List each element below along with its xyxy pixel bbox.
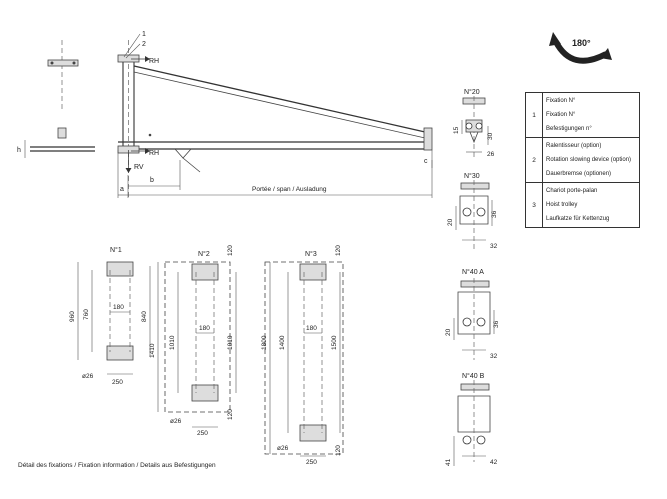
rh-top-label: RH [149, 58, 159, 65]
n2-bottom: 120 [227, 409, 234, 420]
legend-line: Fixation N° [546, 98, 576, 104]
n30-d2: 36 [491, 210, 498, 218]
n40a-d2: 36 [493, 320, 500, 328]
n3-title: N°3 [305, 250, 317, 258]
n30-d1: 20 [447, 218, 454, 226]
legend-text: Ralentisseur (option) Rotation slowing d… [542, 137, 640, 183]
n3-inner: 1400 [279, 335, 286, 350]
legend-row: 3 Chariot porte-palan Hoist trolley Lauf… [525, 182, 640, 228]
rh-bottom-label: RH [149, 150, 159, 157]
rail-detail: h [17, 127, 95, 158]
n30-title: N°30 [464, 172, 480, 180]
n3-right: 1500 [331, 335, 338, 350]
rotation-label: 180° [572, 38, 591, 48]
legend-line: Ralentisseur (option) [546, 143, 602, 149]
n3-bottom: 120 [335, 445, 342, 456]
span-label: Portée / span / Ausladung [252, 186, 327, 193]
legend-row: 1 Fixation N° Fixation N° Befestigungen … [525, 92, 640, 138]
n2-right: 1010 [227, 335, 234, 350]
dim-a-label: a [120, 186, 124, 193]
trolley-n40a: N°40 A 20 36 32 [445, 268, 500, 360]
trolley-n20: N°20 15 30 26 [453, 88, 495, 160]
legend-line: Rotation slowing device (option) [546, 157, 632, 163]
n3-top: 120 [335, 245, 342, 256]
n1-right: 840 [141, 311, 148, 322]
legend-line: Dauerbremse (optionen) [546, 171, 612, 177]
trolley-n40b: N°40 B 41 42 [445, 372, 498, 466]
dim-h-label: h [17, 147, 21, 154]
legend-line: Chariot porte-palan [546, 188, 598, 194]
legend-table: 1 Fixation N° Fixation N° Befestigungen … [525, 92, 640, 228]
legend-line: Hoist trolley [546, 202, 578, 208]
footer-caption: Détail des fixations / Fixation informat… [18, 462, 216, 469]
n2-width: 250 [197, 430, 208, 437]
legend-num: 3 [525, 182, 543, 228]
n40b-d1: 41 [445, 458, 452, 466]
n20-d1: 15 [453, 126, 460, 134]
n2-height: 1410 [149, 343, 156, 358]
wall-plate-detail [47, 40, 79, 110]
fixation-n2: N°2 1410 1010 1010 120 120 180 ø26 250 [149, 245, 237, 437]
legend-line: Befestigungen n° [546, 126, 592, 132]
n2-hole: ø26 [170, 418, 182, 425]
n2-title: N°2 [198, 250, 210, 258]
dim-b-label: b [150, 177, 154, 184]
fixation-n1: N°1 960 760 840 180 ø26 250 [69, 246, 151, 386]
n3-center: 180 [306, 325, 317, 332]
n2-inner: 1010 [169, 335, 176, 350]
trolley-n30: N°30 20 36 32 [447, 172, 498, 250]
n1-title: N°1 [110, 246, 122, 254]
n1-center: 180 [113, 304, 124, 311]
legend-line: Laufkatze für Kettenzug [546, 216, 610, 222]
n40a-d3: 32 [490, 353, 498, 360]
n2-top: 120 [227, 245, 234, 256]
n2-center: 180 [199, 325, 210, 332]
legend-num: 2 [525, 137, 543, 183]
n20-d3: 26 [487, 151, 495, 158]
n1-height: 960 [69, 311, 76, 322]
jib-crane: 1 2 RH RH RV b a Portée / span / Ausladu… [117, 31, 433, 200]
dim-c-label: c [424, 158, 428, 165]
rv-label: RV [134, 164, 144, 171]
n3-hole: ø26 [277, 445, 289, 452]
n40b-title: N°40 B [462, 372, 485, 380]
n40b-d2: 42 [490, 459, 498, 466]
n3-width: 250 [306, 459, 317, 466]
n40a-d1: 20 [445, 328, 452, 336]
n20-d2: 30 [487, 132, 494, 140]
fixation-n3: N°3 1800 1400 1500 120 120 180 ø26 250 [261, 245, 344, 466]
callout-2: 2 [142, 41, 146, 48]
legend-num: 1 [525, 92, 543, 138]
rotation-180-icon: 180° [549, 32, 612, 64]
legend-text: Chariot porte-palan Hoist trolley Laufka… [542, 182, 640, 228]
n1-hole: ø26 [82, 373, 94, 380]
n30-d3: 32 [490, 243, 498, 250]
legend-text: Fixation N° Fixation N° Befestigungen n° [542, 92, 640, 138]
n20-title: N°20 [464, 88, 480, 96]
n3-height: 1800 [261, 335, 268, 350]
n1-inner: 760 [83, 309, 90, 320]
legend-line: Fixation N° [546, 112, 576, 118]
callout-1: 1 [142, 31, 146, 38]
legend-row: 2 Ralentisseur (option) Rotation slowing… [525, 137, 640, 183]
n1-width: 250 [112, 379, 123, 386]
n40a-title: N°40 A [462, 268, 484, 276]
